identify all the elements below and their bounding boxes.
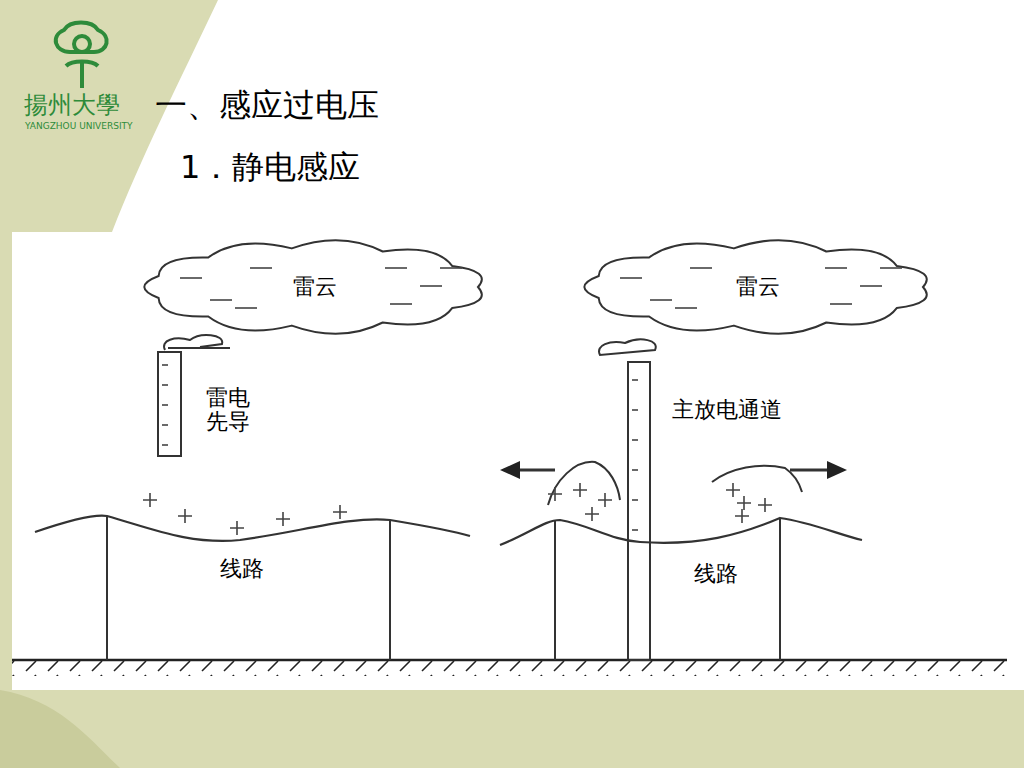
positive-charge [230,521,244,535]
cloud-stub [164,335,230,350]
positive-charge [548,487,562,501]
negative-charge [162,364,168,366]
negative-charge [830,303,852,305]
negative-charge [440,267,462,269]
negative-charge [385,267,407,269]
negative-charge [632,409,638,411]
leader-label: 雷电先导 [206,386,252,434]
positive-charge [726,483,740,497]
positive-charge [276,512,290,526]
negative-charge [162,404,168,406]
lightning-leader [158,352,181,456]
line-label: 线路 [694,562,738,586]
positive-charge [735,509,749,523]
negative-charge [210,299,232,301]
charge-wave [548,462,620,505]
negative-charge [390,303,412,305]
line-conductor [35,516,470,541]
negative-charge [632,379,638,381]
positive-charge [737,496,751,510]
bottom-curve [0,690,120,768]
negative-charge [235,307,257,309]
positive-charge [143,493,157,507]
negative-charge [620,277,642,279]
negative-charge [880,267,902,269]
ground-line [12,659,1007,662]
positive-charge [178,509,192,523]
channel-label: 主放电通道 [672,398,782,422]
negative-charge [250,267,272,269]
negative-charge [650,299,672,301]
negative-charge [675,307,697,309]
cloud-stub [599,339,656,355]
positive-charge [758,498,772,512]
negative-charge [632,529,638,531]
negative-charge [825,267,847,269]
travel-arrow [515,469,555,472]
main-discharge-channel [628,362,650,660]
pole [389,520,391,660]
line-conductor [500,518,862,545]
slide-title: 一、感应过电压 [155,88,379,123]
logo-text: 揚州大學 [24,92,120,118]
negative-charge [180,277,202,279]
negative-charge [690,267,712,269]
university-logo [56,23,107,89]
negative-charge [860,285,882,287]
pole [106,517,108,660]
positive-charge [598,493,612,507]
bottom-band [0,690,1024,768]
negative-charge [420,285,442,287]
subtitle: 1．静电感应 [180,150,360,185]
cloud-label: 雷云 [733,272,783,302]
negative-charge [162,444,168,446]
positive-charge [585,507,599,521]
arrowhead [827,461,847,479]
travel-arrow [790,469,830,472]
negative-charge [162,424,168,426]
negative-charge [162,384,168,386]
negative-charge [632,439,638,441]
line-label: 线路 [220,557,264,581]
ground-hatching [12,660,1007,676]
pole [779,518,781,660]
cloud-label: 雷云 [290,272,340,302]
charge-wave [712,466,802,492]
thundercloud: 雷云 [140,238,490,336]
thundercloud: 雷云 [580,238,935,336]
positive-charge [333,505,347,519]
side-band [0,232,12,690]
pole [554,520,556,660]
logo-subtitle: YANGZHOU UNIVERSITY [25,122,133,132]
arrowhead [500,461,520,479]
negative-charge [632,469,638,471]
positive-charge [573,483,587,497]
negative-charge [632,499,638,501]
illustration-panel [12,232,1010,690]
